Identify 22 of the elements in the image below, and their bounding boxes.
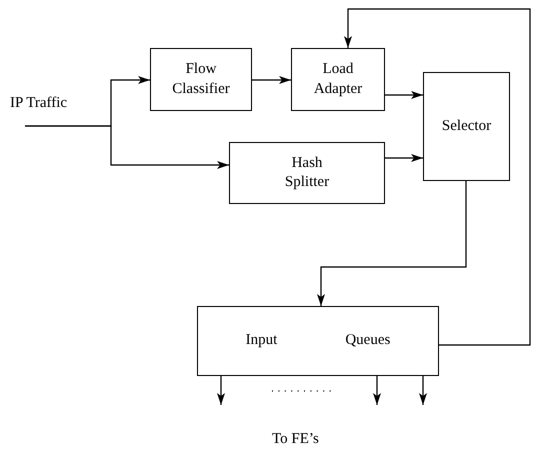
arrow: [385, 154, 423, 162]
block-label: Queues: [344, 331, 392, 350]
arrow: [373, 376, 381, 405]
process-box: [423, 72, 510, 181]
block-label: Hash Splitter: [284, 154, 330, 192]
block-label: Selector: [440, 116, 492, 136]
arrow: [217, 376, 225, 405]
arrow: [419, 376, 427, 405]
process-box: [197, 306, 439, 376]
block-label: Flow Classifier: [171, 60, 231, 98]
arrow: [317, 181, 467, 306]
output-label: To FE’s: [272, 430, 319, 449]
input-label: IP Traffic: [10, 94, 68, 113]
arrow: [344, 8, 531, 346]
arrow: [252, 76, 291, 84]
process-box: [150, 48, 252, 111]
process-box: [291, 48, 385, 111]
arrow: [385, 91, 423, 99]
arrow: [25, 125, 229, 169]
process-box: [229, 142, 385, 204]
block-label: Load Adapter: [312, 60, 364, 98]
block-label: Input: [244, 331, 278, 350]
